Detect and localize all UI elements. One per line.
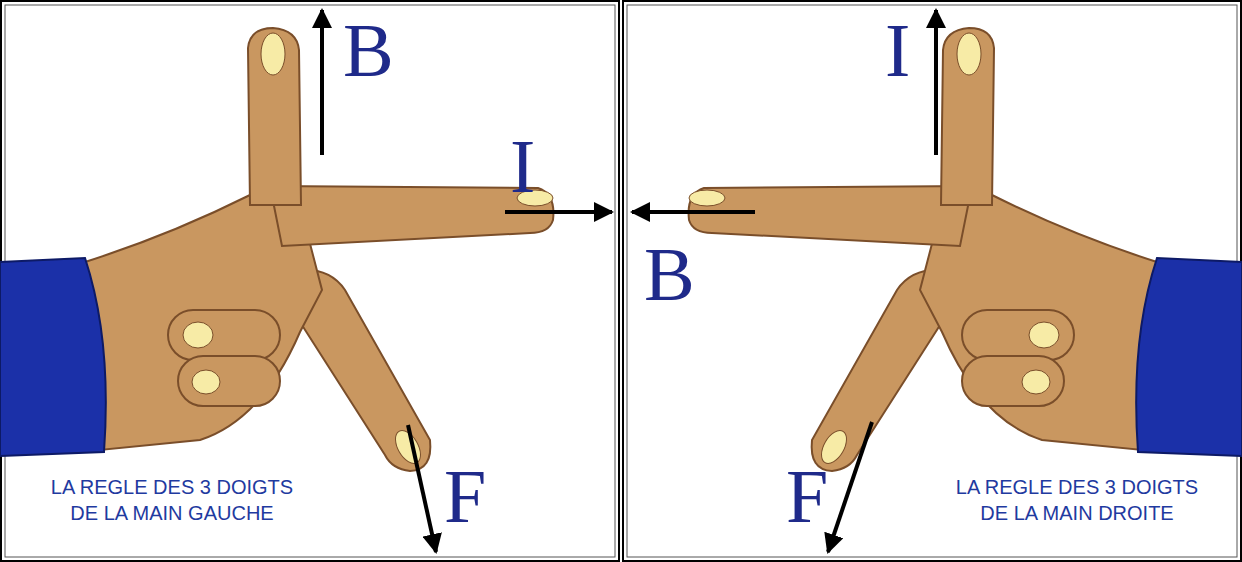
current-letter: I <box>885 12 910 88</box>
force-letter: F <box>444 458 486 534</box>
field-letter: B <box>644 236 695 312</box>
field-letter: B <box>343 12 394 88</box>
current-letter: I <box>510 128 535 204</box>
caption-text: LA REGLE DES 3 DOIGTS DE LA MAIN DROITE <box>952 474 1202 526</box>
caption-text: LA REGLE DES 3 DOIGTS DE LA MAIN GAUCHE <box>47 474 297 526</box>
force-letter: F <box>786 458 828 534</box>
